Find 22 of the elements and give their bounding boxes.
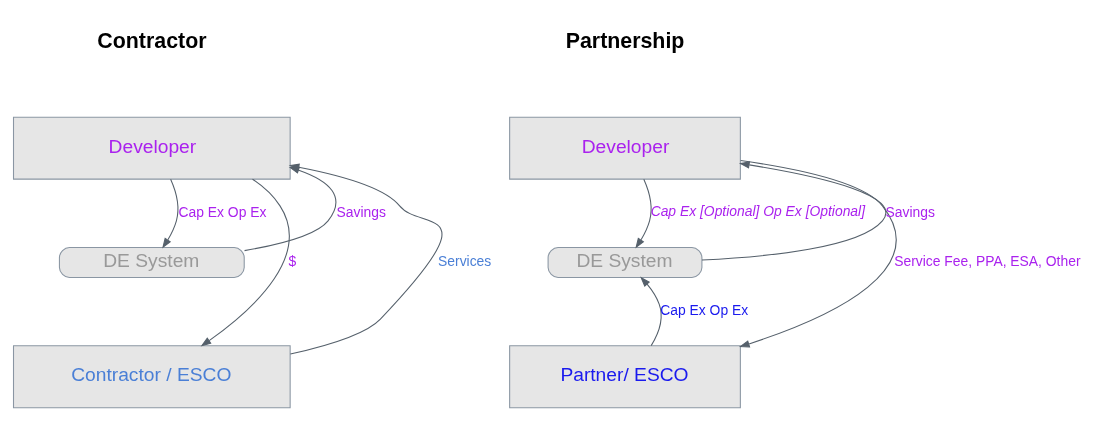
edge-label: Services	[438, 253, 492, 270]
arrow	[635, 178, 652, 249]
node-box: Partner/ ESCO	[509, 345, 741, 409]
node-box: Developer	[509, 116, 741, 180]
edge-label: Savings	[336, 203, 386, 220]
node-box: Contractor / ESCO	[12, 345, 291, 409]
edge-label: Cap Ex [Optional] Op Ex [Optional]	[650, 202, 866, 219]
edge-label: Service Fee, PPA, ESA, Other	[894, 253, 1081, 270]
node-box: DE System	[547, 246, 703, 278]
node-box: Developer	[12, 116, 291, 180]
label: Partnership	[565, 28, 685, 53]
arrow	[162, 178, 179, 249]
node-box: DE System	[58, 246, 245, 278]
arrow	[701, 161, 887, 261]
label: Contractor	[97, 28, 207, 53]
arrow	[738, 160, 897, 348]
edge-label: Cap Ex Op Ex	[178, 203, 267, 220]
edge-label: Cap Ex Op Ex	[660, 302, 749, 319]
edge-label: Savings	[885, 203, 935, 220]
arrow	[200, 178, 290, 347]
arrow	[640, 276, 662, 347]
edge-label: $	[288, 253, 297, 270]
